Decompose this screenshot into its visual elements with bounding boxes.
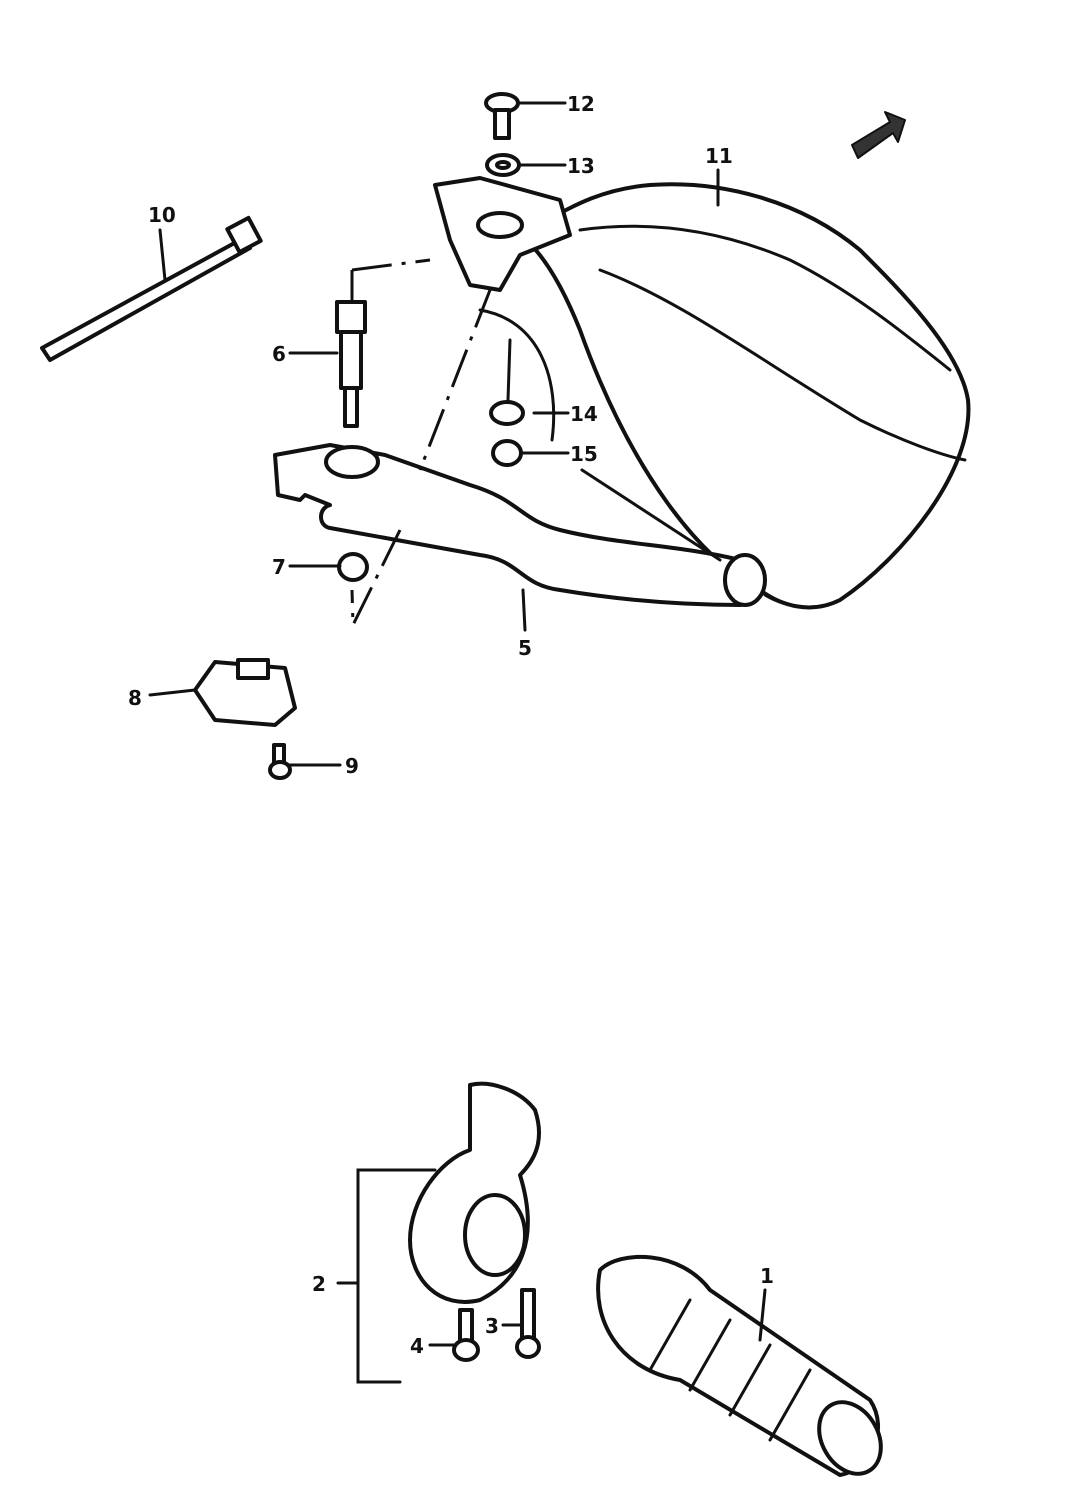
part-12-screw [484,92,520,140]
callout-1: 1 [760,1264,774,1288]
part-15-nut [491,439,523,467]
part-1-grip [596,1254,883,1477]
callout-7: 7 [272,555,286,579]
part-9-screw [268,743,292,780]
callout-2: 2 [312,1272,326,1296]
callout-14: 14 [570,402,598,426]
part-7-nut [337,552,369,582]
part-4-screw [452,1308,480,1362]
callout-10: 10 [148,203,176,227]
callout-12: 12 [567,92,595,116]
part-13-washer [485,153,521,177]
part-8-switch [193,658,297,727]
callout-5: 5 [518,636,532,660]
callout-3: 3 [485,1314,499,1338]
front-arrow-icon [851,111,906,159]
part-3-screw [515,1288,541,1359]
callout-4: 4 [410,1334,424,1358]
callout-13: 13 [567,154,595,178]
part-2-throttle-housing [408,1081,541,1304]
part-5-lever [273,443,767,607]
callout-15: 15 [570,442,598,466]
part-14-washer [489,400,525,426]
part-10-strap [40,215,263,362]
callout-9: 9 [345,754,359,778]
part-11-hand-guard [518,182,971,610]
callout-6: 6 [272,342,286,366]
callout-11: 11 [705,144,733,168]
part-6-pivot-bolt [335,300,367,428]
part-bracket [433,176,572,292]
callout-8: 8 [128,686,142,710]
